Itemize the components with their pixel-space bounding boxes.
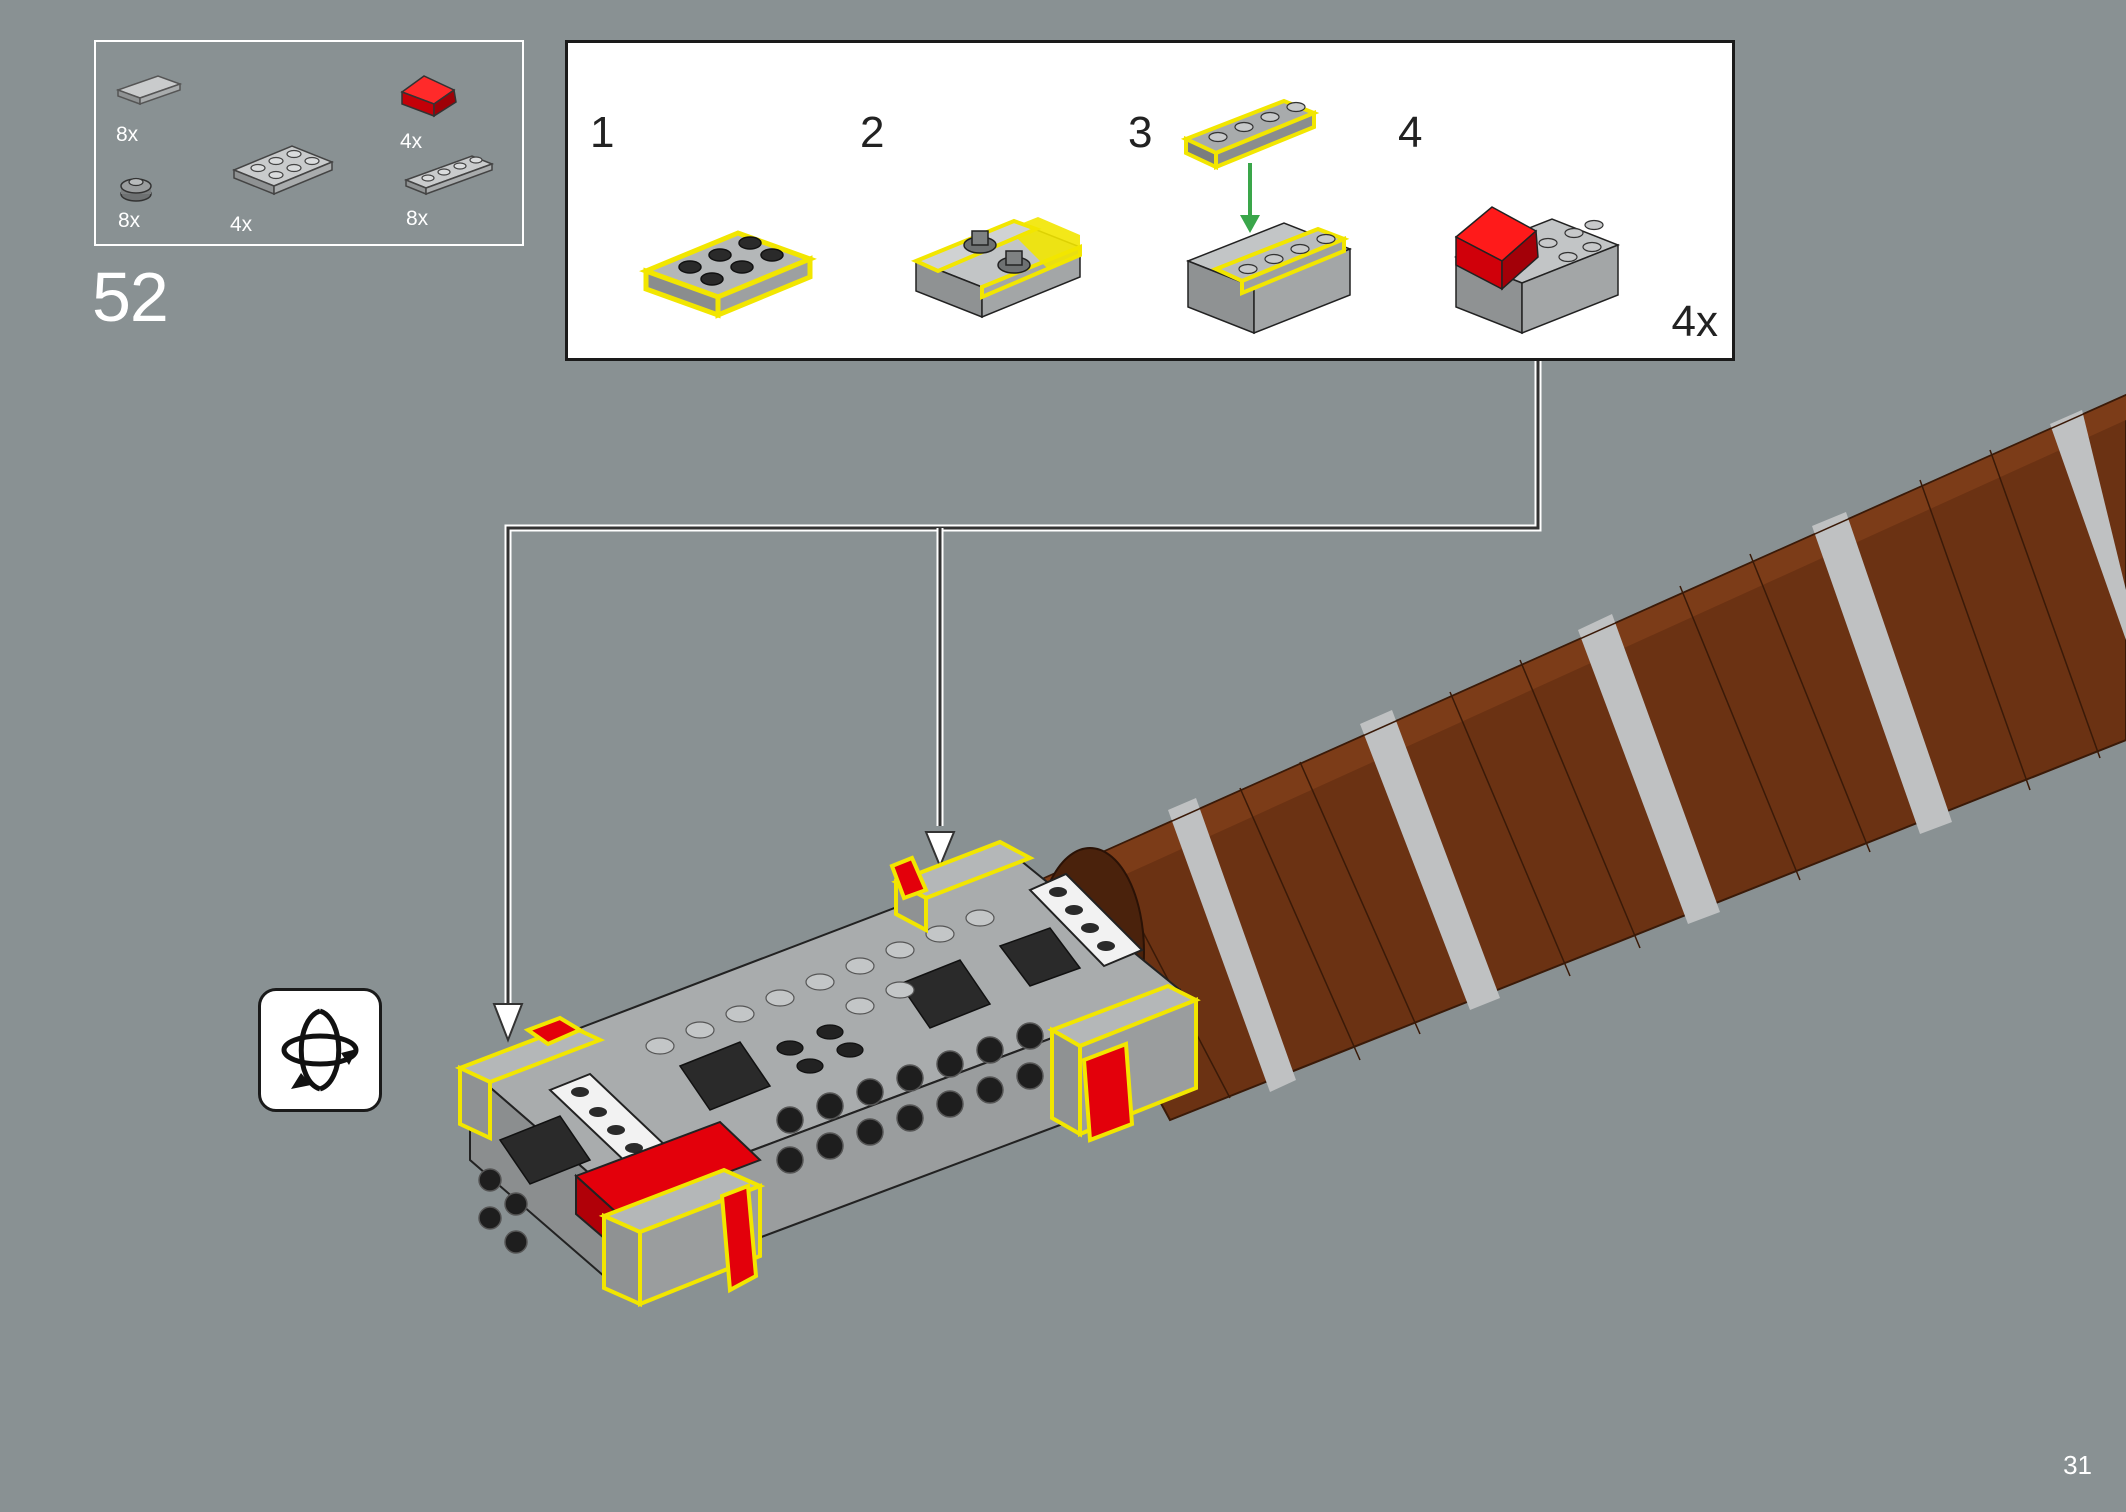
plate-1x4-light-grey-icon: [402, 150, 498, 196]
plate-2x3-light-grey-icon: [228, 136, 338, 200]
parts-qty: 8x: [406, 207, 429, 230]
round-plate-dark-grey-icon: [116, 170, 156, 204]
substep-2-assembly-icon: [910, 217, 1083, 319]
tile-1x2-light-grey-icon: [114, 70, 184, 106]
substep-number: 2: [860, 108, 885, 157]
substep-3-assembly-icon: [1180, 98, 1353, 335]
subassembly-callout: 1 2 3 4 4x: [565, 40, 1735, 361]
new-subassembly-highlights: [454, 839, 1201, 1308]
parts-qty: 4x: [230, 213, 253, 236]
brown-striped-hilt: [1035, 393, 2126, 1122]
white-plate-icon: [548, 872, 1144, 1168]
step-number: 52: [92, 258, 169, 336]
substep-number: 1: [590, 108, 615, 157]
substep-number: 4: [1398, 108, 1423, 157]
parts-list: 8x 4x 8x 4x: [94, 40, 524, 246]
callout-leader-lines: [492, 361, 1542, 1043]
subassembly-multiplier: 4x: [1671, 297, 1718, 346]
parts-qty: 8x: [116, 123, 139, 146]
substep-number: 3: [1128, 108, 1153, 157]
parts-qty: 4x: [400, 130, 423, 153]
subassembly-illustrations: [639, 98, 1621, 335]
slope-red-icon: [398, 70, 460, 120]
rotate-arrows-icon: [281, 1008, 359, 1092]
substep-4-assembly-icon: [1453, 206, 1621, 335]
substep-1-plate-icon: [639, 230, 817, 319]
parts-qty: 8x: [118, 209, 141, 232]
rotate-model-icon: [258, 988, 382, 1112]
page-number: 31: [2063, 1450, 2092, 1480]
